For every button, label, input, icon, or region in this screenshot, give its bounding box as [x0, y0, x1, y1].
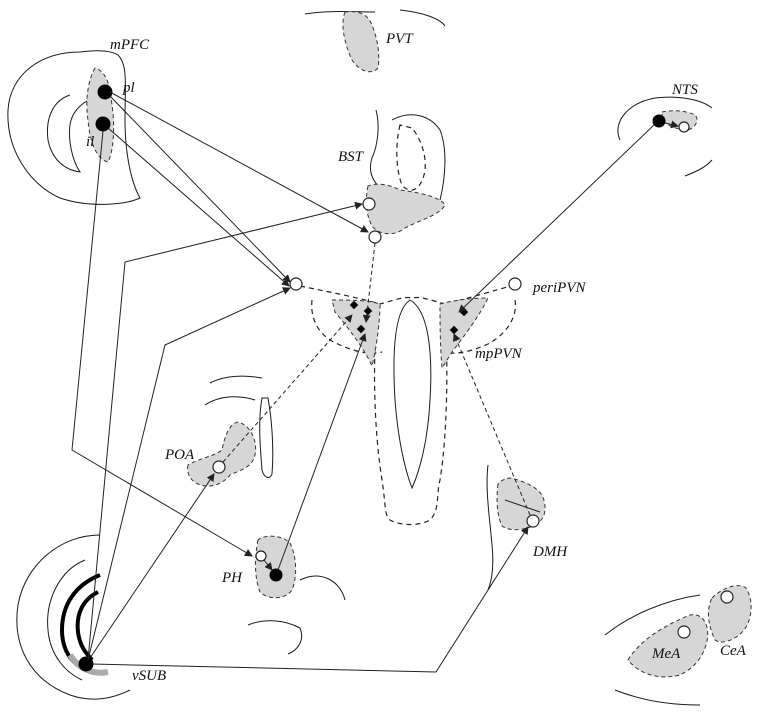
hippocampus-inner	[47, 559, 86, 681]
nts-outline	[617, 96, 713, 177]
poa-outline-top	[204, 375, 263, 406]
dmh-node	[526, 514, 540, 528]
il-label: il	[86, 134, 94, 150]
ph-filled-node	[269, 568, 283, 582]
pvt-label: PVT	[385, 31, 414, 47]
amygdala-outline-bottom	[614, 689, 701, 706]
cea-node	[720, 590, 734, 604]
mpfc-inner-outline	[46, 94, 96, 173]
cea-region	[707, 585, 752, 643]
dmh-label: DMH	[532, 544, 568, 560]
ph-label: PH	[221, 570, 243, 586]
ph-internal	[263, 559, 273, 571]
peripvn-right-node	[508, 277, 522, 291]
ph-section: PH	[221, 535, 346, 655]
pvn-section: periPVN mpPVN	[289, 277, 586, 526]
hippocampus-outer	[16, 534, 131, 700]
nts-label: NTS	[671, 82, 698, 98]
amygdala-section: MeA CeA	[604, 585, 752, 706]
amygdala-outline-top	[604, 594, 701, 636]
nts-section: NTS	[617, 82, 713, 177]
mpfc-outer-outline	[7, 50, 141, 205]
ph-outline-curve	[299, 575, 346, 601]
pvn-top-arc	[299, 284, 516, 305]
third-ventricle-inner	[393, 299, 432, 490]
ph-to-pvn	[277, 333, 367, 571]
ph-region	[255, 535, 297, 599]
il-to-ph	[71, 130, 253, 557]
third-ventricle-outer	[373, 304, 448, 526]
pl-to-peripvn	[109, 95, 291, 283]
nts-internal	[664, 120, 679, 129]
hippocampus-cell-layer-inner	[75, 590, 99, 662]
il-node	[95, 116, 111, 132]
poa-label: POA	[164, 447, 195, 463]
bst-ventricle	[396, 124, 426, 191]
mppvn-label: mpPVN	[475, 346, 523, 362]
mpfc-section: mPFC pl il	[7, 37, 150, 205]
il-to-peripvn	[107, 127, 290, 287]
pvn-terminal-1	[349, 300, 359, 310]
vsub-label: vSUB	[132, 668, 166, 684]
pvt-outline	[304, 9, 446, 27]
pl-label: pl	[122, 80, 135, 96]
bst-region	[365, 183, 446, 235]
pvn-terminal-3	[356, 324, 366, 334]
peripvn-left-node	[289, 277, 303, 291]
vsub-to-bst	[87, 201, 363, 661]
pvn-left-outline	[311, 299, 383, 354]
pvt-section: PVT	[304, 9, 446, 73]
vsub-node	[78, 656, 94, 672]
bst-label: BST	[338, 149, 365, 165]
dmh-outline	[486, 464, 494, 591]
mea-label: MeA	[651, 646, 681, 662]
nts-filled-node	[652, 114, 666, 128]
dmh-to-pvn	[453, 333, 531, 516]
cea-label: CeA	[720, 643, 747, 659]
pvn-terminal-2	[363, 306, 373, 316]
poa-node	[212, 460, 226, 474]
poa-outline-right	[259, 397, 274, 478]
pl-node	[97, 84, 113, 100]
pvn-right-region	[439, 297, 489, 370]
ph-open-node	[255, 550, 267, 562]
pvt-region	[342, 11, 380, 73]
ph-outline-bottom	[247, 620, 303, 655]
dmh-section: DMH	[486, 464, 568, 591]
bst-to-pvn	[362, 242, 376, 323]
mea-node	[677, 625, 691, 639]
vsub-to-poa	[89, 473, 215, 659]
pvn-right-outline	[443, 299, 516, 354]
pl-to-bst	[109, 91, 369, 233]
poa-region	[187, 421, 257, 487]
bst-node-upper	[362, 197, 376, 211]
nts-to-pvn	[458, 123, 656, 313]
bst-outline-left	[369, 109, 381, 189]
peripvn-label: periPVN	[532, 280, 586, 296]
pvn-left-region	[331, 299, 381, 368]
bst-node-lower	[368, 230, 382, 244]
poa-section: POA	[164, 375, 274, 487]
bst-section: BST	[338, 109, 446, 244]
vsub-section: vSUB	[16, 534, 166, 700]
dmh-divider	[504, 499, 541, 513]
vsub-to-peripvn	[87, 287, 291, 661]
vsub-to-dmh	[91, 526, 529, 673]
poa-to-pvn	[222, 314, 353, 463]
bst-outline-right	[391, 114, 446, 201]
pvn-terminal-5	[449, 325, 459, 335]
nts-open-node	[678, 121, 690, 133]
projections	[71, 91, 679, 673]
mpfc-label: mPFC	[110, 37, 150, 53]
